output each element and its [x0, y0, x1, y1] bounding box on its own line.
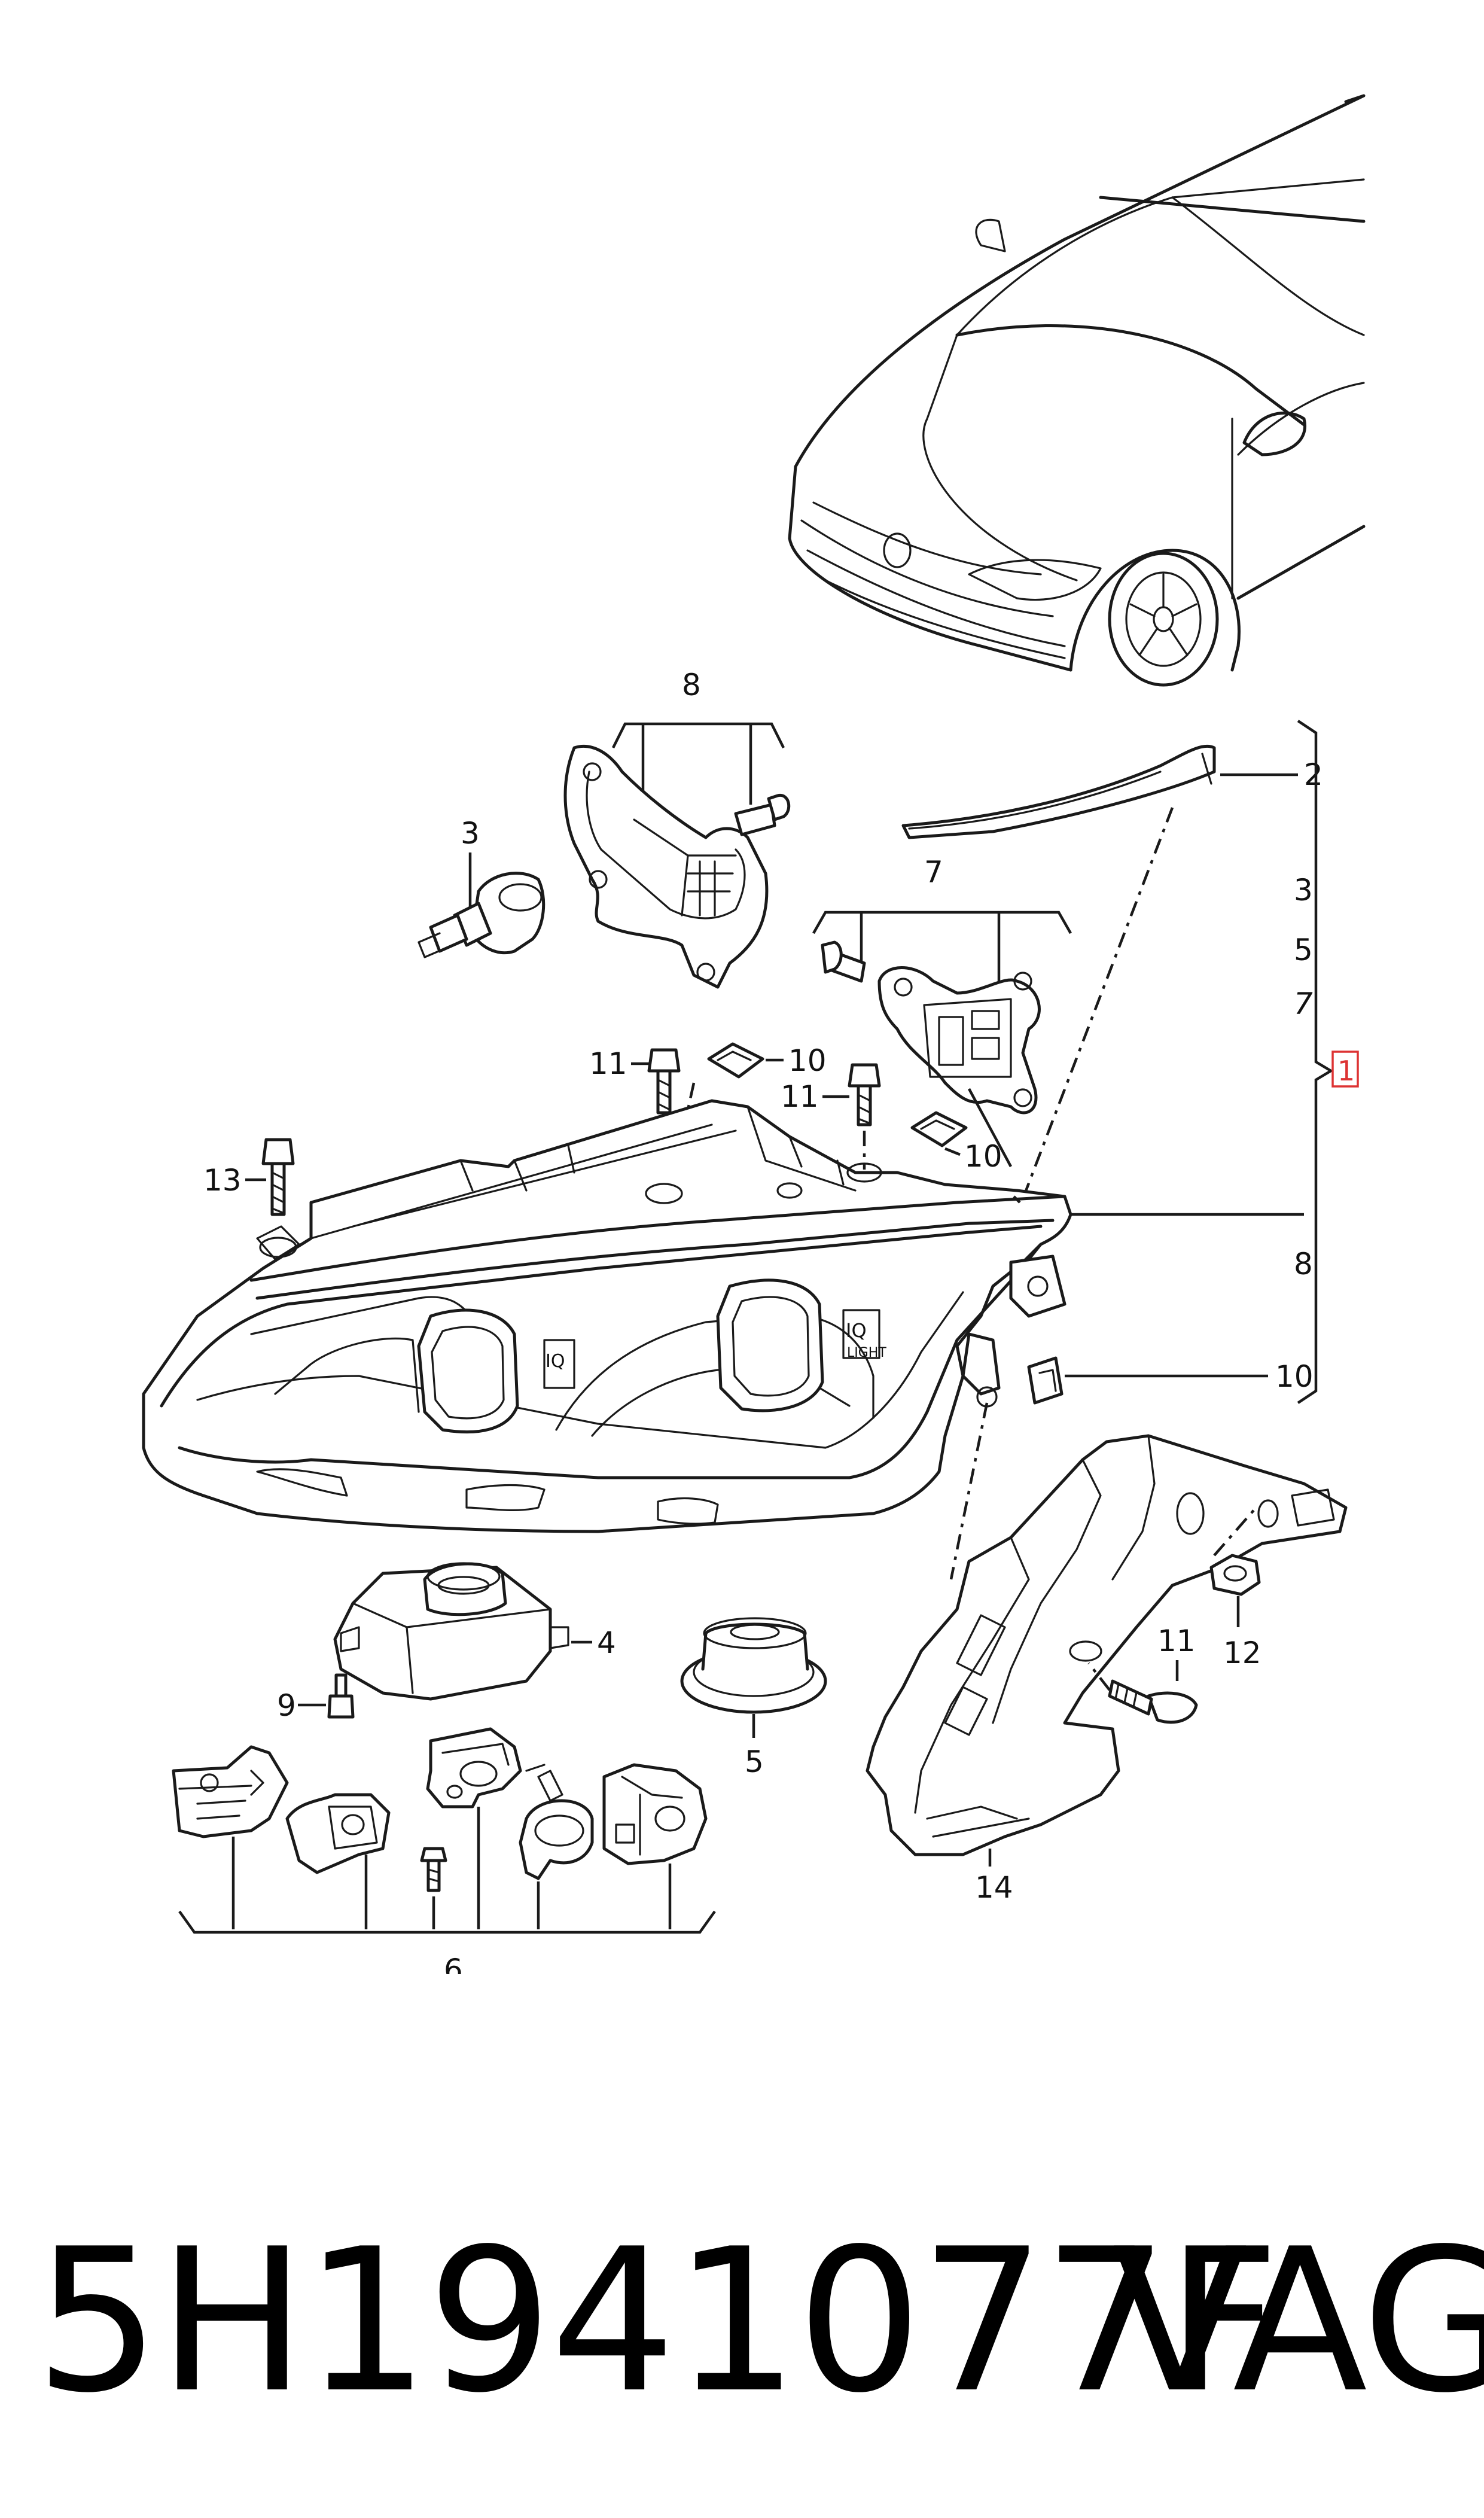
screw-11c	[1108, 1679, 1198, 1724]
callout-6: 6	[444, 1953, 463, 1974]
callout-10c: 10	[1275, 1359, 1314, 1394]
part-2-trim-strip	[901, 744, 1216, 839]
part-6-connector-1	[172, 1745, 289, 1838]
callout-12: 12	[1223, 1636, 1261, 1670]
part-5-dust-cap	[680, 1617, 827, 1714]
nut-12	[1209, 1554, 1261, 1596]
part-7-control-module	[821, 940, 1041, 1115]
screw-11a	[647, 1048, 681, 1115]
part-6-motor-4	[519, 1764, 594, 1880]
part-6-screw	[420, 1847, 447, 1892]
callout-11a: 11	[589, 1046, 627, 1081]
callout-9: 9	[277, 1688, 296, 1723]
brand-label: VAG	[1113, 2206, 1484, 2436]
clip-10b	[910, 1111, 968, 1147]
iq-badge-left: IQ	[546, 1351, 565, 1372]
callout-5-list: 5	[1294, 933, 1313, 967]
part-8-mounting-bracket	[563, 744, 791, 989]
iq-light-text: LIGHT	[847, 1345, 886, 1360]
callout-1-highlight-box	[1331, 1051, 1359, 1088]
callout-11b: 11	[781, 1079, 819, 1114]
callout-14: 14	[975, 1870, 1013, 1905]
right-bracket	[1297, 720, 1334, 1404]
part-4-ballast-unit	[333, 1562, 569, 1701]
exploded-parts-diagram: 8 3 2 7	[142, 94, 1366, 1974]
car-illustration	[788, 94, 1366, 687]
screw-13	[261, 1138, 295, 1216]
callout-11c: 11	[1157, 1624, 1196, 1658]
callout-13: 13	[203, 1163, 242, 1198]
part-6-connector-2	[285, 1793, 391, 1874]
headlight-assembly: IQ IQ LIGHT	[142, 1099, 1072, 1533]
part-number: 5H1941077F	[35, 2206, 1280, 2436]
clip-10a	[707, 1042, 764, 1079]
screw-9	[327, 1673, 355, 1719]
screw-11b	[848, 1063, 881, 1126]
callout-10a: 10	[788, 1043, 827, 1078]
part-6-housing-5	[602, 1763, 708, 1865]
callout-3-list: 3	[1294, 873, 1313, 908]
callout-10b: 10	[964, 1139, 1002, 1174]
callout-7-list: 7	[1294, 987, 1313, 1021]
callout-3: 3	[461, 816, 480, 851]
clip-10c	[1027, 1356, 1064, 1405]
iq-badge-right: IQ	[846, 1319, 867, 1342]
callout-1: 1	[1337, 1055, 1355, 1087]
callout-2: 2	[1304, 757, 1323, 792]
callout-4: 4	[597, 1625, 616, 1660]
callout-7: 7	[924, 855, 943, 890]
callout-5: 5	[745, 1744, 764, 1779]
callout-8-list: 8	[1294, 1247, 1313, 1281]
part-3-bulb	[418, 872, 546, 958]
part-6-bracket-3	[426, 1727, 522, 1808]
part-14-mounting-bracket	[866, 1434, 1348, 1856]
callout-8: 8	[682, 668, 701, 702]
